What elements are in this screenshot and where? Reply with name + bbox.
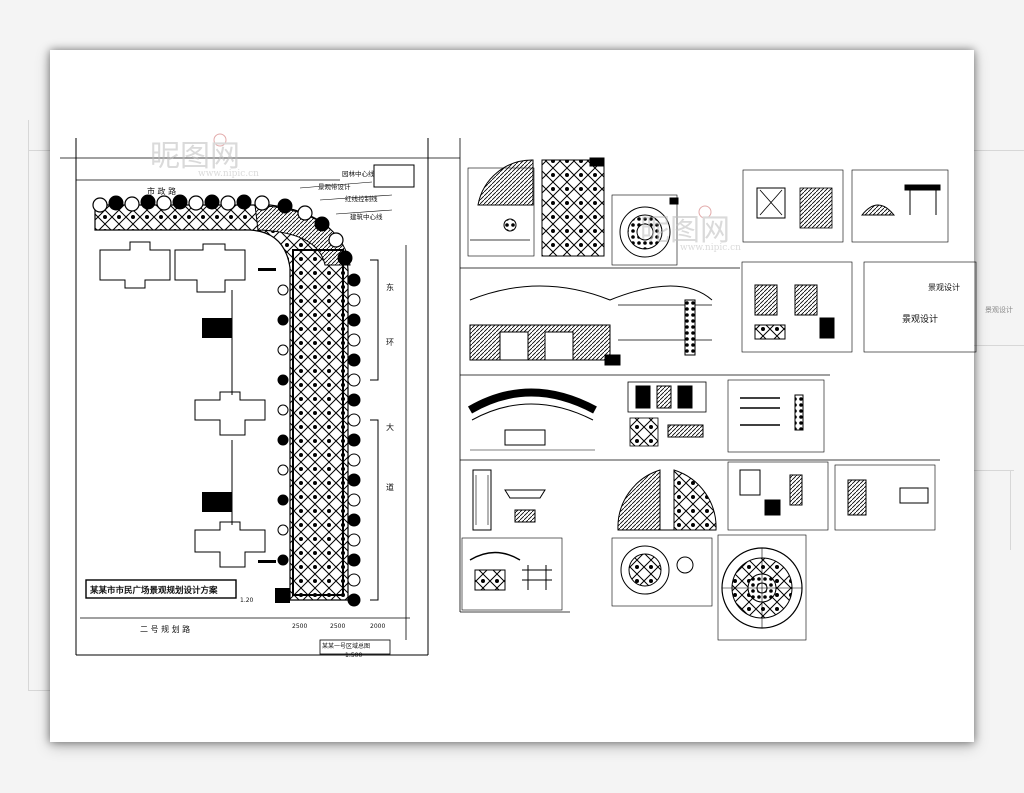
detail-rosette-large — [717, 534, 807, 641]
callout-centerline: 园林中心线 — [342, 169, 375, 178]
background-line — [28, 150, 50, 151]
dimension: 2500 — [292, 623, 307, 630]
plan-title-box — [85, 579, 237, 599]
detail-frame — [834, 464, 936, 531]
plan-title: 某某市市民广场景观规划设计方案 — [90, 585, 218, 596]
road-right-char: 环 — [386, 338, 394, 347]
background-line — [974, 345, 1024, 346]
plan-caption: 某某一号区域总图 — [322, 642, 370, 650]
detail-medallion — [611, 194, 679, 266]
road-right-char: 道 — [386, 482, 394, 492]
background-line — [974, 150, 1024, 151]
background-sheet-title: 景观设计 — [985, 305, 1013, 314]
watermark-url: www.nipic.cn — [198, 169, 259, 179]
nipic-watermark: 昵图网 www.nipic.cn 昵图网 www.nipic.cn — [150, 133, 741, 253]
caption-box — [319, 639, 391, 655]
detail-columns — [727, 379, 825, 453]
detail-elevation — [469, 285, 713, 366]
detail-pergola — [742, 169, 844, 243]
background-line — [28, 120, 29, 690]
detail-kiosk — [727, 461, 829, 531]
title-sheet — [863, 261, 977, 353]
detail-tiles — [627, 381, 707, 447]
detail-fountain — [617, 469, 717, 531]
belt-inner-border — [292, 249, 344, 596]
callout-landscape: 景观带设计 — [318, 182, 351, 191]
callout-redline: 红线控制线 — [345, 194, 378, 203]
detail-arc-bench — [467, 388, 597, 451]
detail-gate — [851, 169, 949, 243]
road-label-right: 东 环 大 道 — [386, 282, 394, 492]
elevation-mark: 1.20 — [240, 597, 254, 604]
right-sheet-title-small: 景观设计 — [928, 282, 960, 292]
watermark-text: 昵图网 — [150, 139, 240, 174]
road-label-top: 市 政 路 — [147, 186, 176, 196]
tree-row — [92, 194, 353, 266]
background-line — [28, 690, 50, 691]
dimension: 2000 — [370, 623, 385, 630]
callout-box — [373, 164, 415, 188]
building — [99, 241, 266, 568]
detail-planter — [461, 537, 563, 611]
detail-sections — [741, 261, 853, 353]
detail-rosette-small — [611, 537, 713, 607]
watermark-text: 昵图网 — [640, 213, 730, 248]
solid-block — [202, 318, 232, 338]
road-label-bottom: 二 号 规 划 路 — [140, 624, 190, 634]
plan-caption-scale: 1:500 — [345, 652, 362, 659]
watermark-url: www.nipic.cn — [680, 243, 741, 253]
detail-fan — [467, 159, 535, 257]
callout-building-line: 建筑中心线 — [350, 212, 383, 221]
detail-paving — [541, 157, 605, 257]
background-line — [974, 470, 1014, 471]
solid-block — [202, 492, 232, 512]
right-sheet-title: 景观设计 — [902, 313, 938, 325]
detail-sheets — [459, 138, 977, 641]
background-line — [1010, 470, 1011, 550]
tree-column — [277, 273, 361, 607]
detail-walkway — [472, 469, 546, 531]
road-right-char: 大 — [386, 422, 394, 432]
dimension: 2500 — [330, 623, 345, 630]
site-plan — [60, 138, 460, 656]
road-right-char: 东 — [386, 282, 394, 292]
